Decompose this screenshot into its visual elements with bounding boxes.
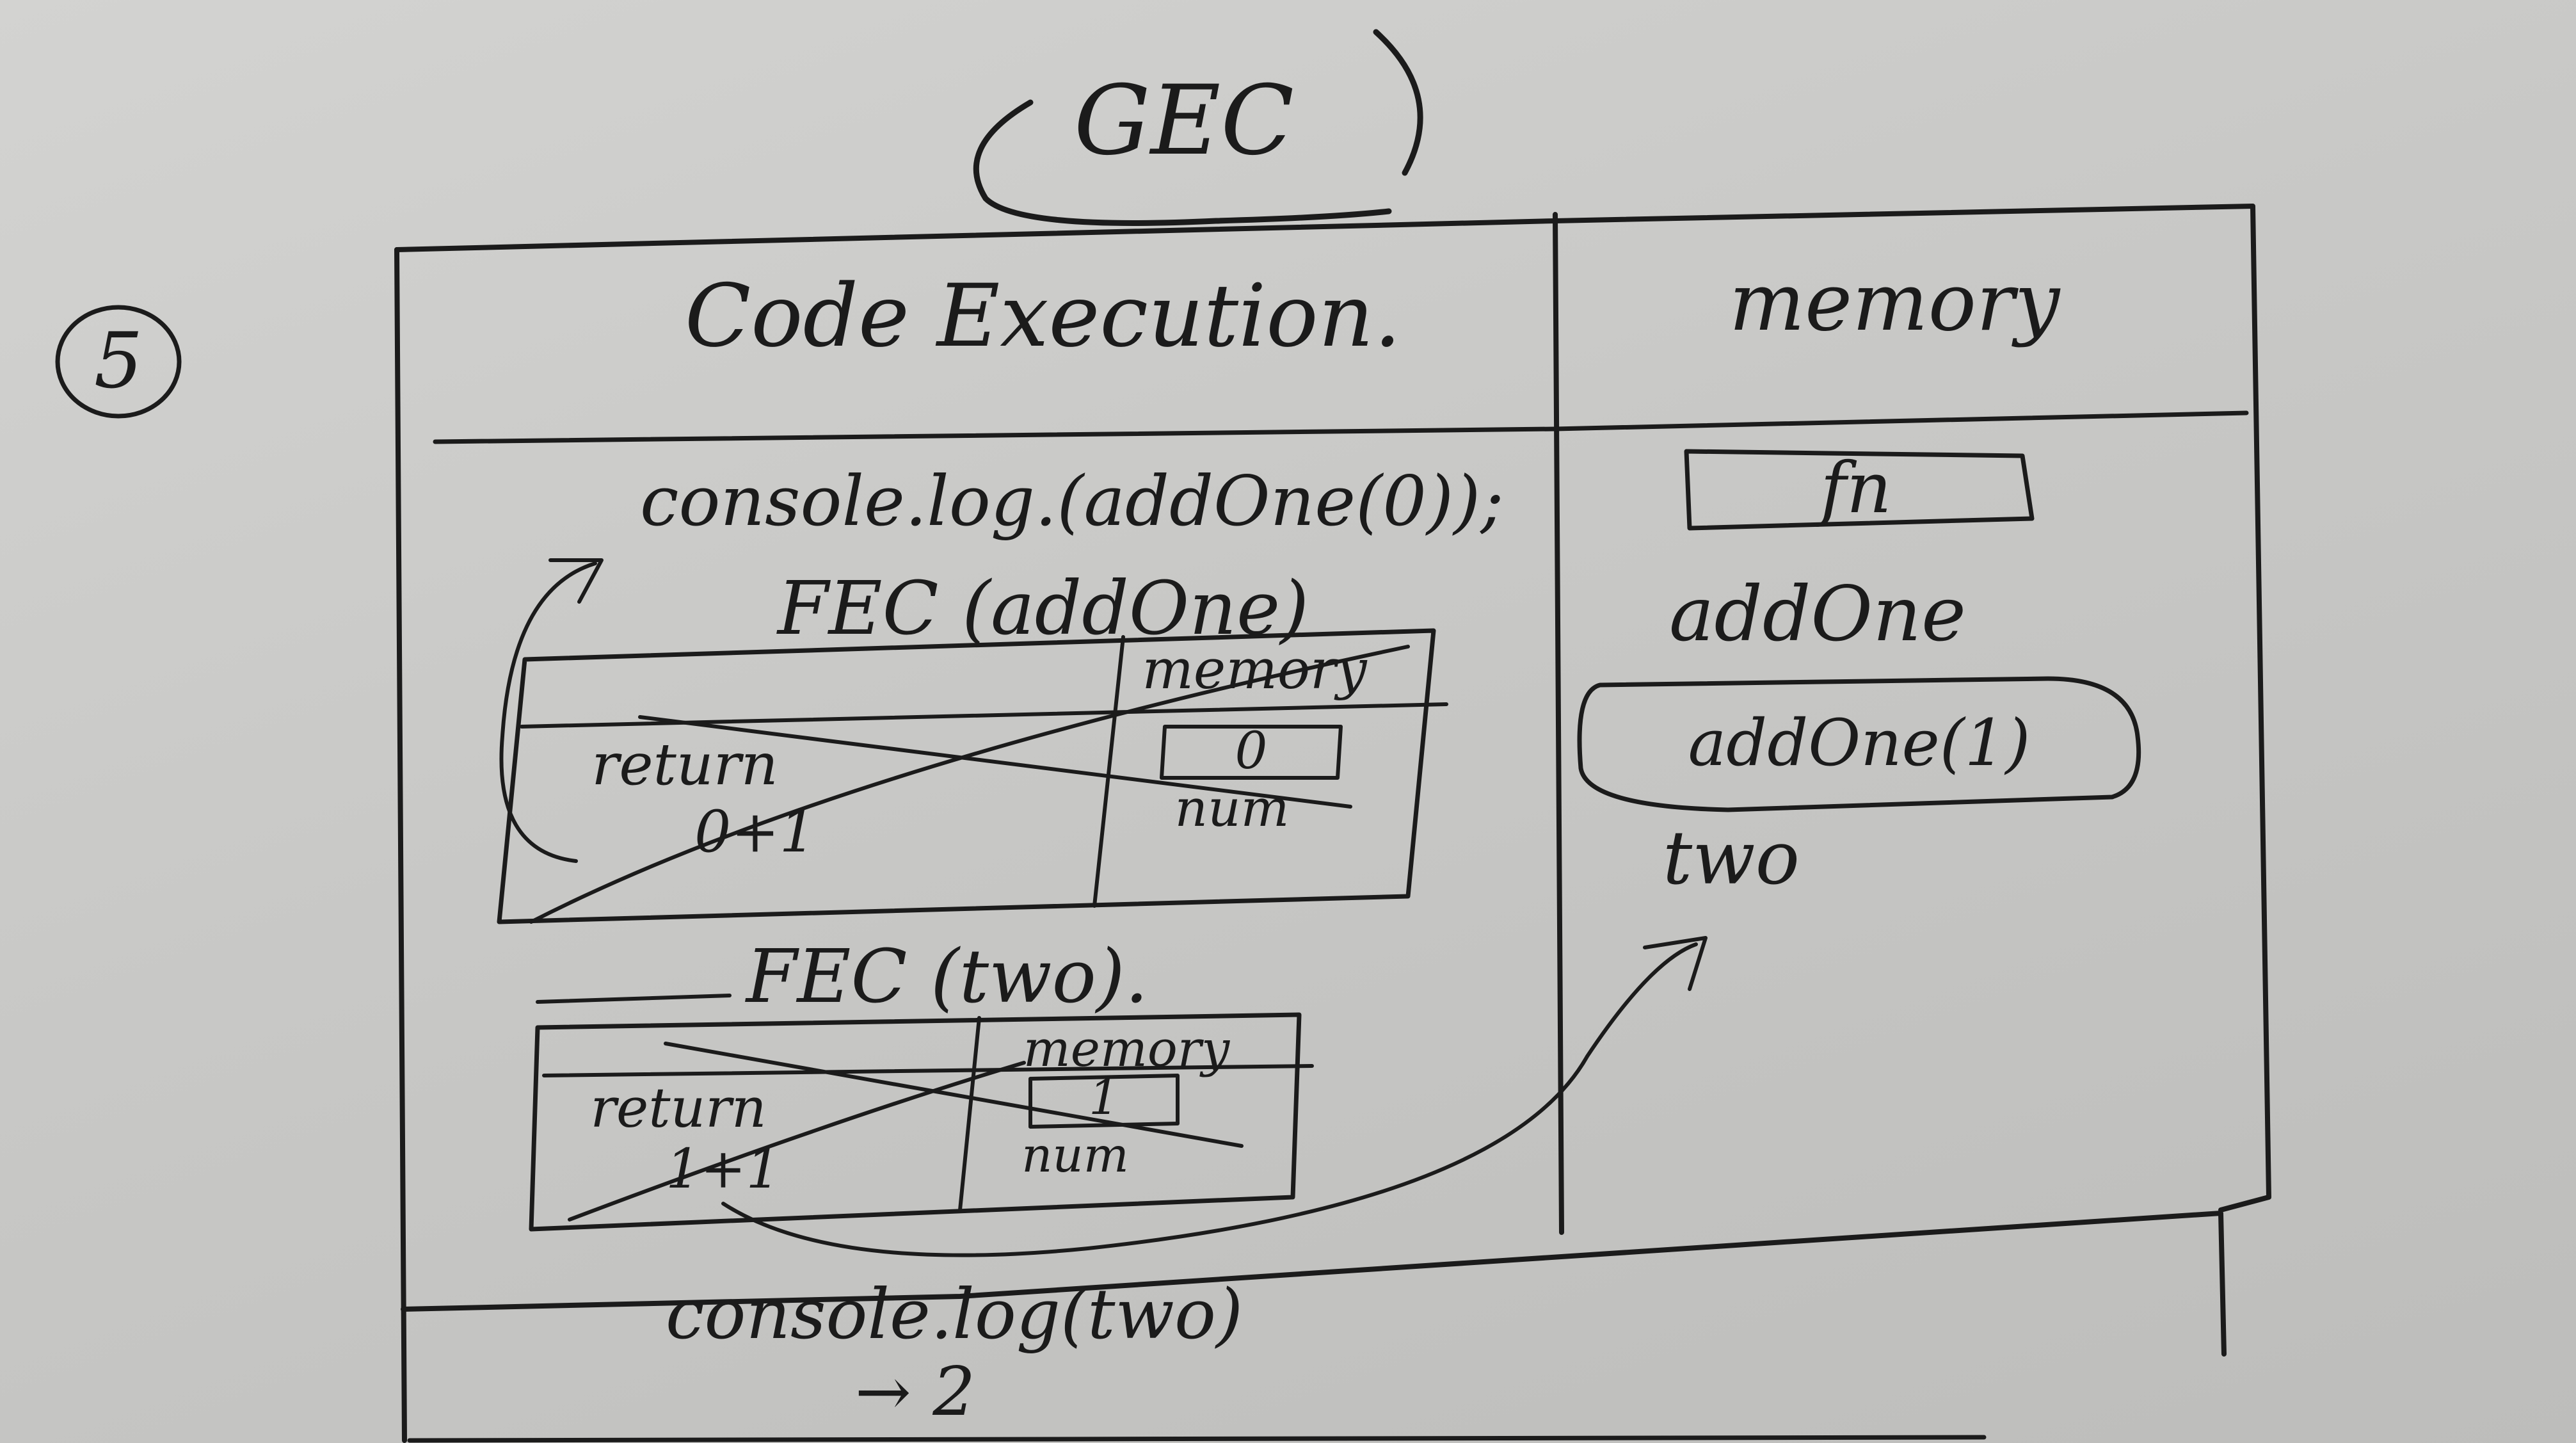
title-right-paren bbox=[1373, 29, 1423, 176]
header-underline bbox=[433, 410, 2249, 444]
statement-console-log-two: console.log(two) bbox=[666, 1275, 1243, 1355]
memory-heading: memory bbox=[1729, 256, 2061, 349]
step-number: 5 bbox=[94, 317, 143, 406]
fec-two-divider bbox=[958, 1016, 981, 1212]
fec-addone-cross-1 bbox=[638, 715, 1352, 809]
fec-two-param-name: num bbox=[1021, 1127, 1129, 1183]
two-value: addOne(1) bbox=[1688, 705, 2031, 780]
call-arrow-addone bbox=[499, 561, 597, 863]
fec-two-param-value: 1 bbox=[1089, 1069, 1119, 1125]
fec-two-label: FEC (two). bbox=[745, 934, 1148, 1020]
fec-addone-memory-heading: memory bbox=[1142, 638, 1367, 702]
gec-outer-box-top-right bbox=[394, 204, 2271, 1213]
return-arrow-to-two-head bbox=[1643, 936, 1708, 991]
step-number-circle bbox=[55, 305, 182, 419]
code-execution-heading: Code Execution. bbox=[685, 266, 1402, 366]
fec-addone-divider bbox=[1092, 635, 1125, 908]
fec-two-memory-heading: memory bbox=[1023, 1020, 1230, 1078]
fec-addone-cross-2 bbox=[529, 645, 1410, 924]
addone-name: addOne bbox=[1669, 570, 1966, 658]
fec-two-return-label: return bbox=[590, 1077, 766, 1140]
title-left-paren bbox=[973, 99, 1392, 226]
gec-outer-box-left bbox=[394, 247, 407, 1443]
fec-addone-box bbox=[497, 628, 1436, 924]
column-divider bbox=[1553, 212, 1564, 1235]
fec-addone-param-value: 0 bbox=[1235, 721, 1268, 780]
two-name: two bbox=[1663, 816, 1800, 901]
diagram-title: GEC bbox=[1074, 65, 1294, 177]
call-arrow-addone-head bbox=[548, 558, 604, 604]
fec-addone-header-line bbox=[520, 702, 1448, 729]
console-area-bottom bbox=[407, 1435, 1987, 1443]
addone-value-box bbox=[1684, 449, 2035, 531]
fec-two-param-box bbox=[1028, 1074, 1180, 1129]
return-arrow-to-two bbox=[721, 942, 1698, 1257]
fec-two-cross-2 bbox=[568, 1061, 1026, 1221]
fec-two-cross-1 bbox=[664, 1042, 1244, 1148]
two-value-box bbox=[1577, 676, 2141, 812]
addone-value: fn bbox=[1816, 447, 1892, 529]
fec-two-strike bbox=[536, 994, 732, 1004]
fec-two-header-line bbox=[542, 1064, 1314, 1077]
statement-console-log-addone: console.log.(addOne(0)); bbox=[640, 462, 1504, 542]
fec-addone-param-box bbox=[1160, 725, 1343, 780]
fec-two-box bbox=[529, 1012, 1302, 1232]
console-area-box bbox=[401, 1211, 2227, 1357]
console-output: → 2 bbox=[855, 1353, 975, 1431]
fec-addone-return-label: return bbox=[591, 731, 778, 798]
